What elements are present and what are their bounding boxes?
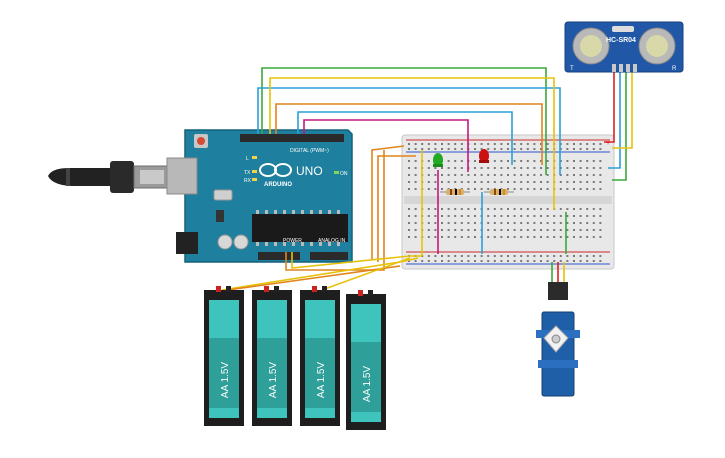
resistor-2	[484, 189, 514, 195]
sensor-pin-echo	[626, 64, 630, 72]
wire-blue-top	[257, 87, 561, 175]
wire-magenta	[303, 119, 469, 172]
tx-label: TX	[244, 170, 251, 176]
battery-3: AA 1.5V	[300, 286, 340, 426]
servo-connector	[548, 282, 568, 300]
power-label: POWER	[283, 238, 302, 244]
resistor-1	[440, 189, 470, 195]
battery-label: AA 1.5V	[268, 362, 279, 398]
usb-port	[166, 157, 198, 195]
green-led	[433, 153, 443, 167]
wire-battery-yellow-a	[221, 257, 419, 291]
wire-sensor-green	[612, 72, 627, 181]
battery-1: AA 1.5V	[204, 286, 244, 426]
red-led	[479, 149, 489, 163]
sensor-t-mark: T	[570, 66, 574, 72]
wire-battery-orange-a	[227, 265, 401, 291]
battery-group: AA 1.5V AA 1.5V AA 1.5V AA 1.5V	[204, 286, 386, 430]
digital-pwm-label: DIGITAL (PWM~)	[290, 148, 329, 154]
ultrasonic-sensor: HC-SR04 T R	[564, 21, 684, 73]
sensor-model-label: HC-SR04	[606, 37, 636, 44]
battery-label: AA 1.5V	[220, 362, 231, 398]
wire-orange-left-b	[377, 155, 416, 262]
digital-header	[240, 134, 344, 142]
wire-battery-yellow-b	[321, 257, 411, 291]
battery-label: AA 1.5V	[362, 366, 373, 402]
servo-motor	[536, 282, 580, 397]
analog-header	[310, 252, 348, 260]
sensor-pin-gnd	[633, 64, 637, 72]
battery-label: AA 1.5V	[316, 362, 327, 398]
wire-orange-power	[285, 150, 385, 271]
rx-label: RX	[244, 178, 252, 184]
arduino-brand-label: ARDUINO	[264, 182, 292, 188]
battery-4: AA 1.5V	[346, 290, 386, 430]
analog-in-label: ANALOG IN	[318, 238, 346, 244]
usb-cable	[48, 161, 169, 193]
wire-green-top	[261, 67, 547, 175]
power-header	[258, 252, 300, 260]
wire-sensor-blue	[608, 72, 621, 169]
arduino-model-label: UNO	[296, 164, 323, 178]
arduino-board: ARDUINO UNO DIGITAL (PWM~) POWER ANALOG …	[166, 129, 353, 263]
wire-orange-left-a	[371, 145, 405, 260]
wire-orange-top	[275, 103, 543, 165]
battery-2: AA 1.5V	[252, 286, 292, 426]
rail-minus-label: -	[606, 259, 609, 268]
arduino-logo	[259, 163, 292, 177]
sensor-r-mark: R	[672, 66, 677, 72]
wire-blue-mid	[297, 111, 513, 165]
wire-yellow-top	[269, 77, 555, 210]
wires	[221, 67, 633, 291]
microcontroller-chip	[252, 214, 348, 242]
on-led-label: ON	[340, 171, 348, 177]
rail-plus-label: +	[606, 140, 610, 147]
breadboard: + -	[401, 134, 615, 270]
wire-sensor-red	[604, 72, 615, 143]
sensor-pin-vcc	[612, 64, 616, 72]
l-led-label: L	[246, 156, 249, 162]
wire-sensor-yellow	[612, 72, 633, 149]
wire-yellow-power	[291, 252, 422, 269]
power-jack	[176, 232, 198, 254]
sensor-pin-trig	[619, 64, 623, 72]
